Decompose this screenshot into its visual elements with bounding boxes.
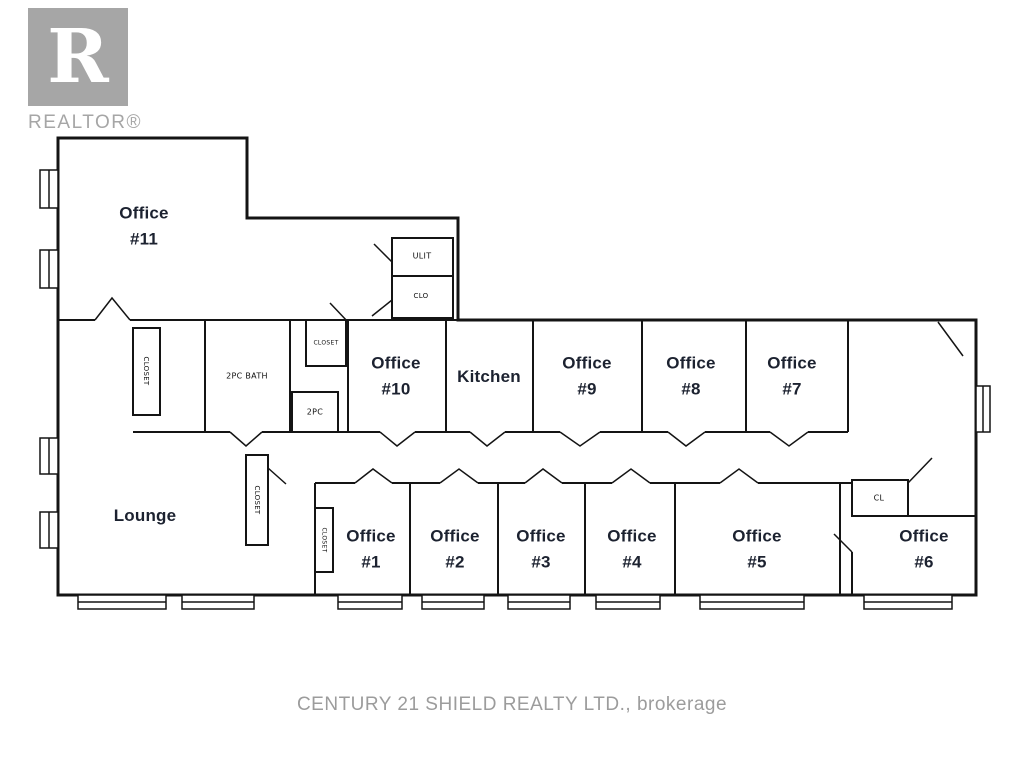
- room-label-office-7: Office #7: [767, 353, 817, 399]
- cl-closet-outline: [851, 479, 909, 517]
- realtor-logo-caption: REALTOR®: [28, 112, 142, 133]
- hall-closet-outline: [132, 327, 161, 416]
- room-label-clo: CLO: [413, 292, 429, 300]
- room-label-office-11: Office #11: [119, 203, 169, 249]
- room-label-utility: ULIT: [412, 251, 432, 261]
- realtor-logo-letter: R: [47, 14, 109, 100]
- room-label-2pc-bath: 2PC BATH: [226, 371, 268, 381]
- office1-closet-outline: [314, 507, 334, 573]
- room-label-office-4: Office #4: [607, 526, 657, 572]
- room-label-kitchen: Kitchen: [457, 366, 521, 386]
- top-closet-outline: [305, 319, 347, 367]
- wc-2pc-outline: [291, 391, 339, 433]
- room-label-cl: CL: [873, 493, 885, 503]
- room-label-office-3: Office #3: [516, 526, 566, 572]
- door-swings: [94, 243, 964, 553]
- room-label-office-6: Office #6: [899, 526, 949, 572]
- room-label-office-8: Office #8: [666, 353, 716, 399]
- room-label-office-9: Office #9: [562, 353, 612, 399]
- room-label-2pc: 2PC: [306, 407, 324, 417]
- room-label-office-10: Office #10: [371, 353, 421, 399]
- room-label-office-5: Office #5: [732, 526, 782, 572]
- room-label-closet-hall: CLOSET: [142, 356, 150, 386]
- windows: [39, 169, 991, 610]
- room-label-office-2: Office #2: [430, 526, 480, 572]
- realtor-logo: R: [28, 8, 128, 106]
- inner-walls: [58, 237, 976, 595]
- room-label-lounge: Lounge: [113, 505, 177, 525]
- room-label-office-1: Office #1: [346, 526, 396, 572]
- clo-room-outline: [391, 275, 454, 319]
- room-label-closet-top: CLOSET: [313, 339, 339, 347]
- room-label-closet-office1: CLOSET: [320, 527, 328, 553]
- room-label-closet-lounge: CLOSET: [253, 485, 261, 515]
- lounge-closet-outline: [245, 454, 269, 546]
- brokerage-footer: CENTURY 21 SHIELD REALTY LTD., brokerage: [296, 694, 728, 715]
